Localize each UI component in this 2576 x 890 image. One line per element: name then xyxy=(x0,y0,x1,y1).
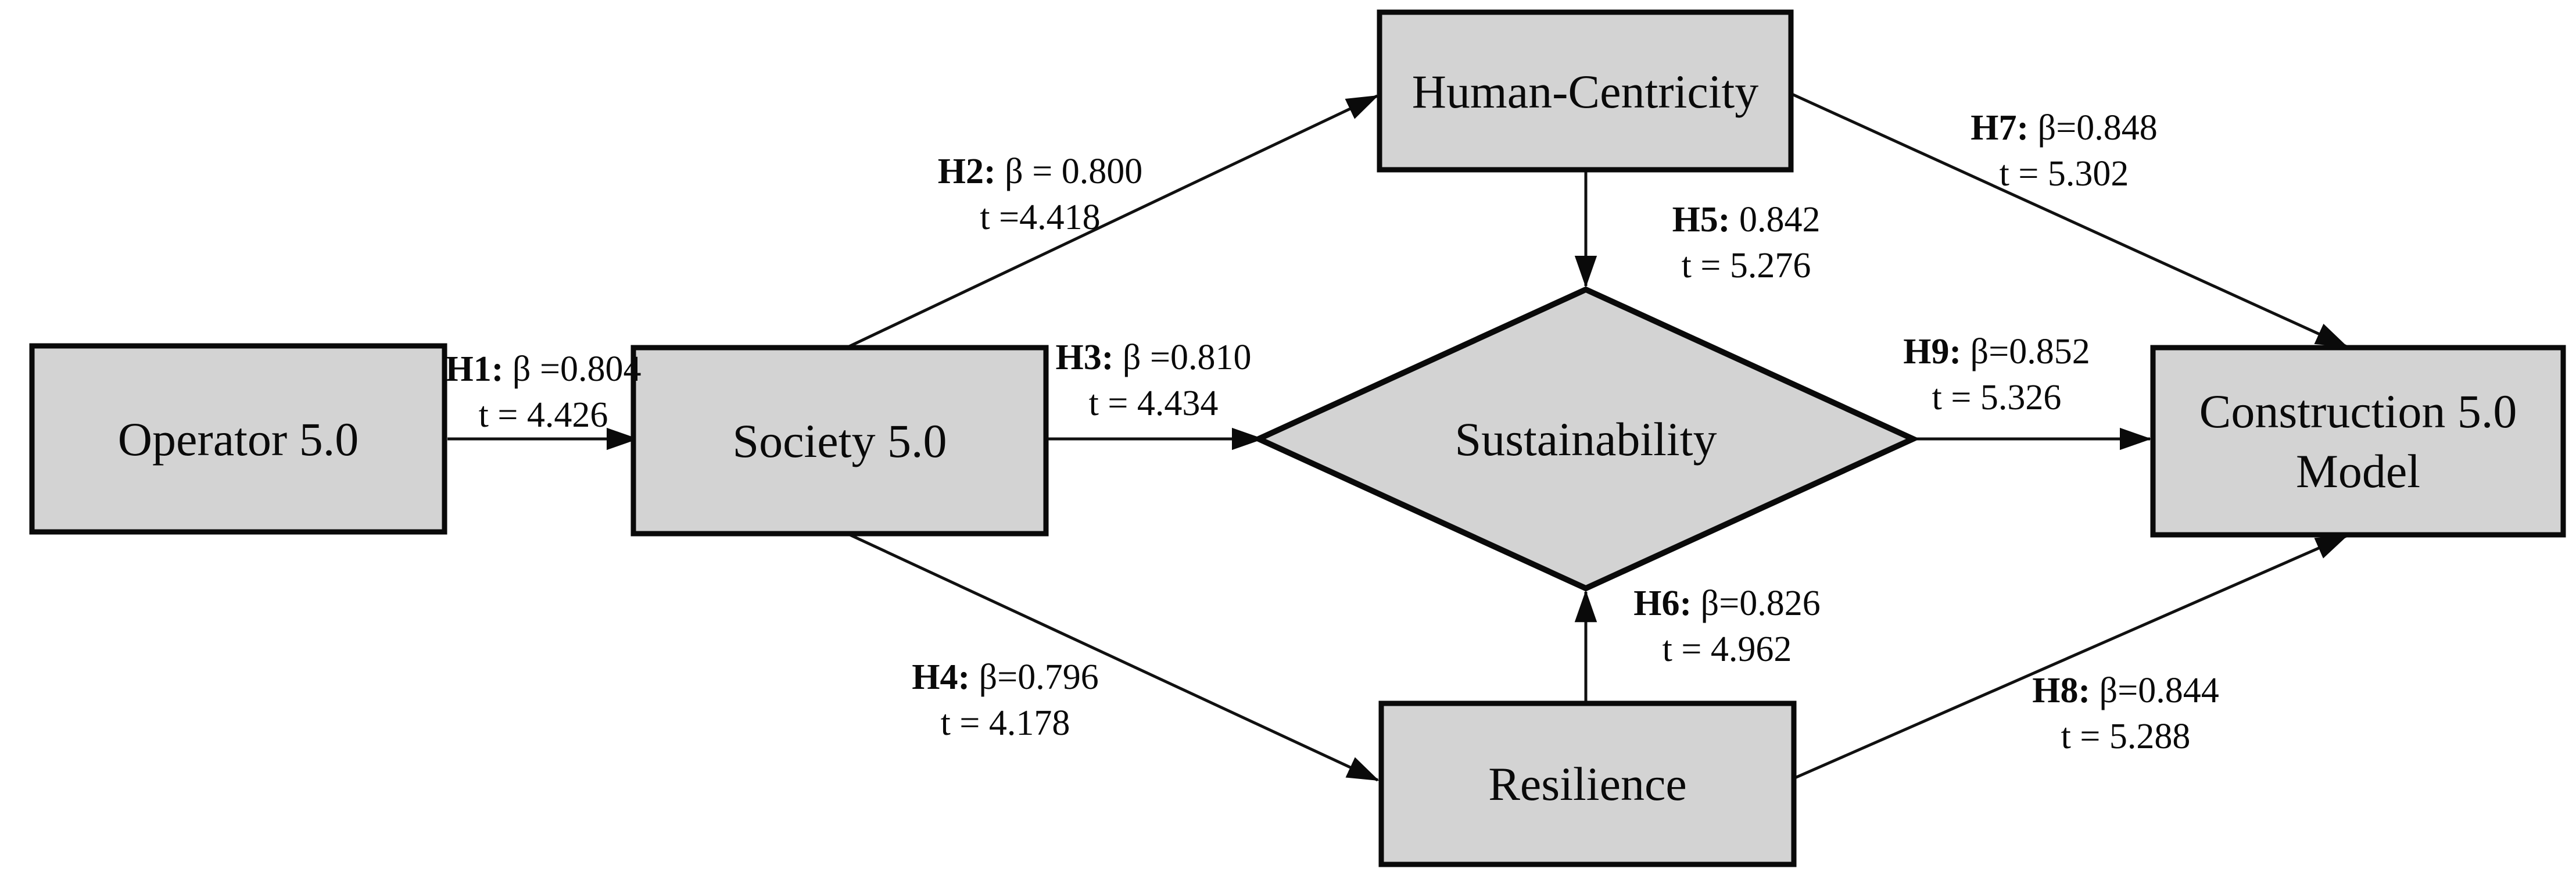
path-label-h5-coef: H5: 0.842 xyxy=(1672,200,1821,240)
path-label-h1: H1: β =0.804 t = 4.426 xyxy=(446,346,642,438)
path-label-h6: H6: β=0.826 t = 4.962 xyxy=(1633,581,1820,673)
path-label-h4-coef: H4: β=0.796 xyxy=(912,657,1099,697)
path-label-h6-t: t = 4.962 xyxy=(1662,630,1792,669)
path-label-h3: H3: β =0.810 t = 4.434 xyxy=(1056,335,1252,427)
path-label-h4: H4: β=0.796 t = 4.178 xyxy=(912,655,1098,746)
node-human-centricity-box xyxy=(1377,9,1794,173)
path-label-h5-t: t = 5.276 xyxy=(1681,246,1811,285)
path-label-h1-coef: H1: β =0.804 xyxy=(445,349,642,389)
path-label-h9-coef: H9: β=0.852 xyxy=(1903,332,2090,371)
node-sustainability-diamond xyxy=(1251,286,1921,592)
path-label-h7-t: t = 5.302 xyxy=(1999,154,2129,194)
path-label-h9-t: t = 5.326 xyxy=(1932,378,2062,417)
path-label-h2-t: t =4.418 xyxy=(980,198,1101,237)
node-operator-label: Operator 5.0 xyxy=(118,413,359,466)
node-construction-label-line1: Construction 5.0 xyxy=(2199,385,2517,438)
arrow-h8-resilience-to-construction xyxy=(1794,534,2348,780)
path-label-h8: H8: β=0.844 t = 5.288 xyxy=(2032,668,2219,760)
path-label-h7: H7: β=0.848 t = 5.302 xyxy=(1970,105,2157,197)
path-label-h2: H2: β = 0.800 t =4.418 xyxy=(938,149,1142,241)
path-label-h5: H5: 0.842 t = 5.276 xyxy=(1672,197,1821,289)
node-resilience-label: Resilience xyxy=(1488,757,1687,810)
node-society-label: Society 5.0 xyxy=(733,414,947,467)
path-label-h7-coef: H7: β=0.848 xyxy=(1970,108,2158,148)
path-label-h1-t: t = 4.426 xyxy=(478,395,608,435)
path-label-h3-t: t = 4.434 xyxy=(1088,384,1219,423)
arrow-h2-society-to-human-centricity xyxy=(847,94,1379,349)
path-label-h2-coef: H2: β = 0.800 xyxy=(937,152,1143,191)
node-human-centricity-label: Human-Centricity xyxy=(1412,65,1759,118)
path-label-h8-t: t = 5.288 xyxy=(2061,717,2191,756)
arrow-h4-society-to-resilience xyxy=(845,531,1380,782)
path-label-h6-coef: H6: β=0.826 xyxy=(1633,584,1821,623)
node-society-box xyxy=(630,345,1049,537)
node-resilience-box xyxy=(1378,700,1797,867)
arrow-h7-human-centricity-to-construction xyxy=(1791,92,2348,348)
path-label-h3-coef: H3: β =0.810 xyxy=(1055,338,1252,377)
node-operator-box xyxy=(29,343,447,535)
node-construction-box xyxy=(2150,345,2566,538)
node-construction-label-line2: Model xyxy=(2296,445,2420,498)
path-label-h9: H9: β=0.852 t = 5.326 xyxy=(1903,329,2090,421)
path-label-h8-coef: H8: β=0.844 xyxy=(2032,671,2219,710)
node-sustainability-label: Sustainability xyxy=(1455,413,1717,466)
path-label-h4-t: t = 4.178 xyxy=(940,703,1070,743)
